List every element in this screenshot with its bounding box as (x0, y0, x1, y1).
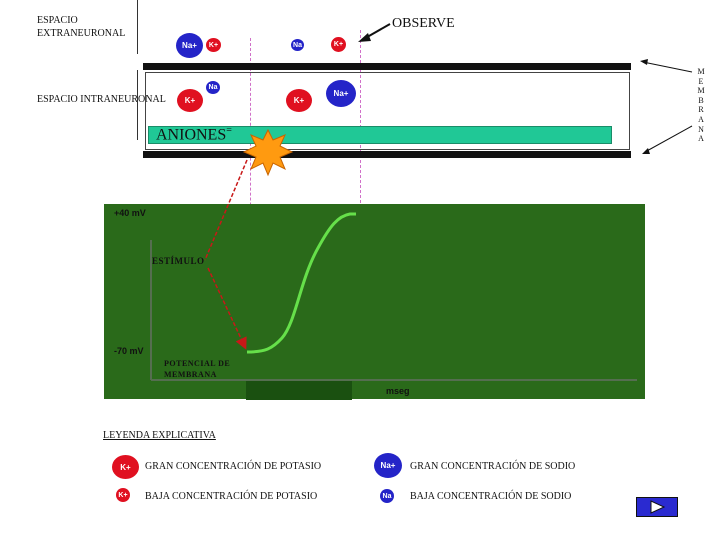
intraneuronal-label: ESPACIO INTRANEURONAL (37, 94, 166, 105)
membrana-letter: A (698, 114, 704, 124)
observe-label: OBSERVE (392, 16, 455, 31)
aniones-label: ANIONES= (156, 125, 232, 144)
play-icon (650, 500, 666, 514)
membrana-letter: R (698, 105, 704, 115)
legend-potassium-low-icon: K+ (116, 488, 130, 502)
stimulus-arrow-upper (204, 159, 248, 261)
graph-panel (104, 204, 645, 399)
ion-outside-potassium-2: K+ (331, 37, 346, 52)
legend-potassium-low-text: BAJA CONCENTRACIÓN DE POTASIO (145, 491, 318, 502)
ion-outside-sodium-2: Na (291, 39, 304, 51)
legend-sodium-high-icon: Na+ (374, 453, 402, 478)
extraneuronal-label-line2: EXTRANEURONAL (37, 28, 126, 39)
ion-outside-potassium-1: K+ (206, 38, 221, 52)
aniones-charge: = (226, 125, 232, 136)
membrane-arrow-bottom (644, 125, 693, 153)
action-potential-curve (246, 212, 356, 354)
legend-title: LEYENDA EXPLICATIVA (103, 430, 216, 441)
extraneuronal-label: ESPACIO EXTRANEURONAL (37, 14, 125, 40)
membrana-label: M E M B R A N A (696, 67, 706, 144)
legend-potassium-high-icon: K+ (112, 455, 139, 479)
ion-inside-potassium-1: K+ (177, 89, 203, 112)
graph-highlight-column (246, 380, 352, 400)
membrane-arrowhead-top (640, 59, 648, 65)
ion-inside-potassium-2: K+ (286, 89, 312, 112)
stimulus-star-icon (242, 128, 294, 177)
estimulo-label: ESTÍMULO (152, 256, 205, 266)
membrane-bottom (143, 151, 631, 158)
extraneuronal-divider (137, 0, 138, 54)
membrana-letter: M (697, 86, 705, 96)
x-unit-label: mseg (386, 386, 410, 396)
membrana-letter: B (698, 95, 704, 105)
legend-sodium-high-text: GRAN CONCENTRACIÓN DE SODIO (410, 461, 576, 472)
observe-arrowhead (358, 33, 371, 42)
membrane-interior (145, 72, 630, 150)
potencial-label: POTENCIAL DE MEMBRANA (164, 358, 230, 380)
membrane-top (143, 63, 631, 70)
ion-inside-sodium-1: Na (206, 81, 220, 94)
guide-line-right (360, 30, 361, 213)
potencial-label-line1: POTENCIAL DE (164, 359, 231, 368)
legend-sodium-low-icon: Na (380, 489, 394, 503)
y-top-label: +40 mV (114, 208, 146, 218)
membrane-arrowhead-bottom (642, 148, 650, 154)
membrana-letter: E (698, 76, 704, 86)
play-button[interactable] (636, 497, 678, 517)
potencial-label-line2: MEMBRANA (164, 370, 217, 379)
membrana-letter: M (697, 67, 705, 76)
membrana-letter: N (698, 124, 704, 134)
ion-outside-sodium-1: Na+ (176, 33, 203, 58)
membrane-arrow-top (642, 61, 693, 73)
legend-sodium-low-text: BAJA CONCENTRACIÓN DE SODIO (410, 491, 572, 502)
stimulus-arrow-lower (207, 267, 247, 350)
extraneuronal-label-line1: ESPACIO (37, 15, 78, 26)
aniones-text: ANIONES (156, 126, 227, 144)
y-bottom-label: -70 mV (114, 346, 144, 356)
intraneuronal-divider (137, 70, 138, 140)
legend-potassium-high-text: GRAN CONCENTRACIÓN DE POTASIO (145, 461, 322, 472)
ion-inside-sodium-2: Na+ (326, 80, 356, 107)
membrana-letter: A (698, 134, 704, 144)
